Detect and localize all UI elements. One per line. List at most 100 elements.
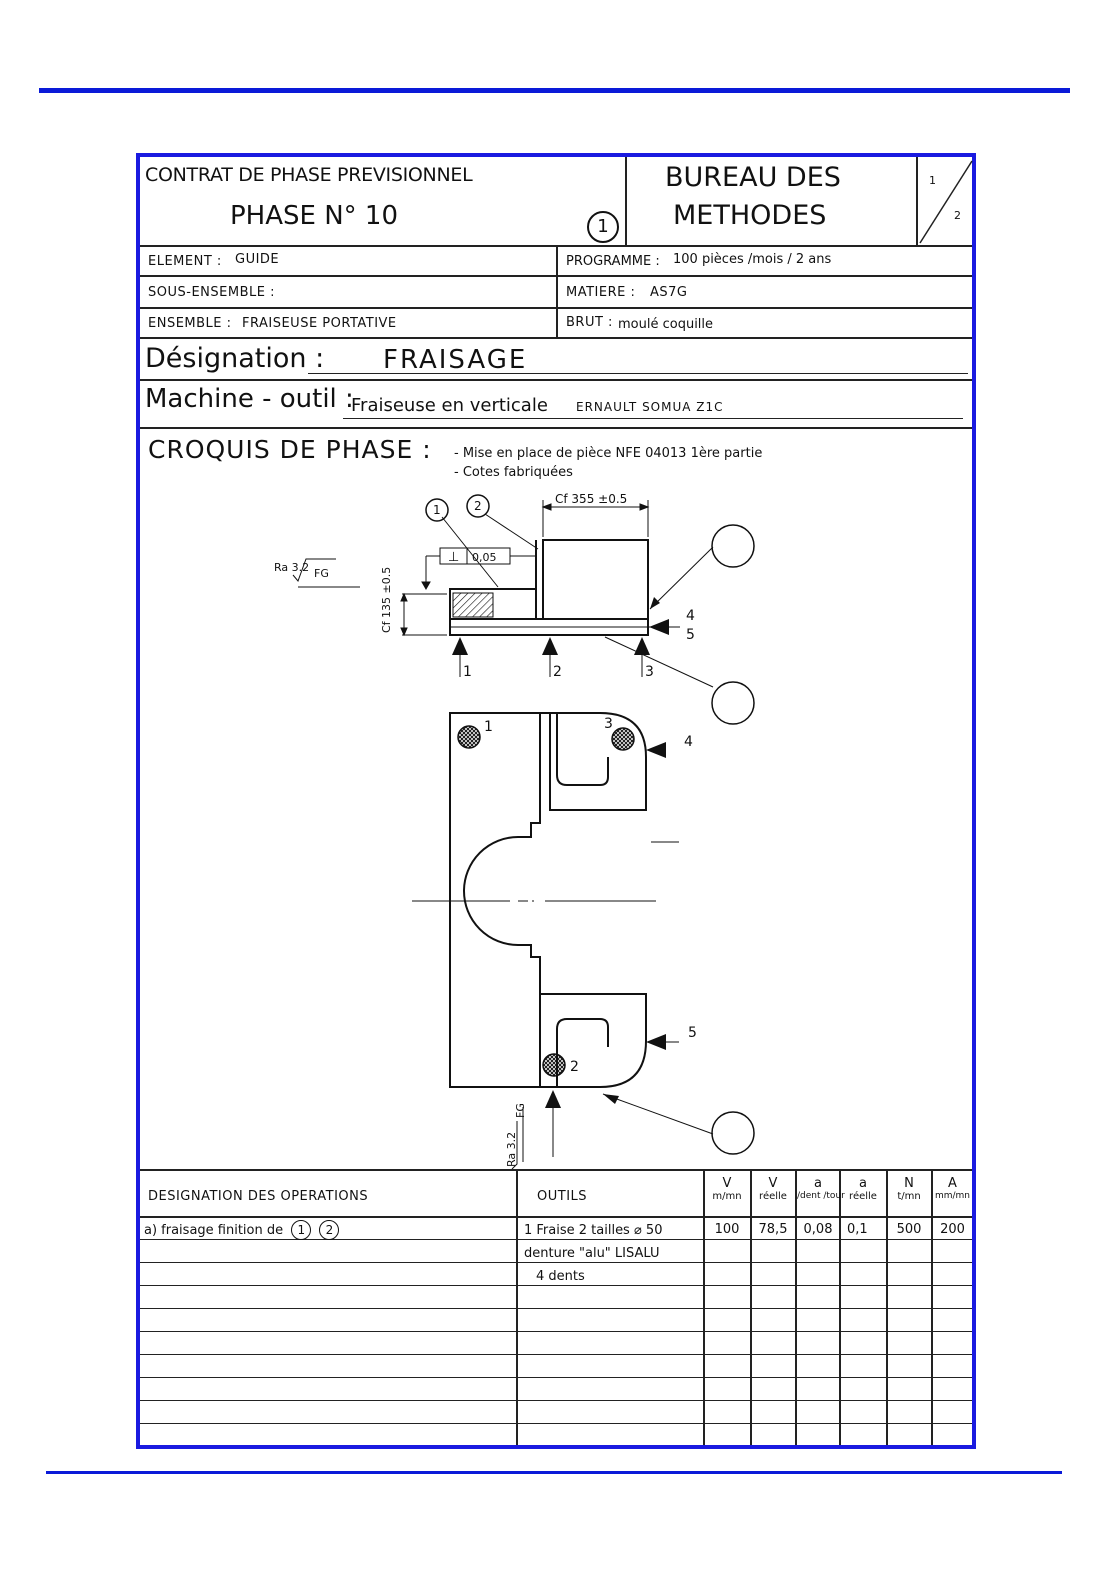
operation-text: a) fraisage finition de — [144, 1223, 284, 1238]
top-view-labels: 1 3 2 4 5 Ra 3.2 FG — [484, 716, 697, 1167]
roughness-top-fg: FG — [314, 567, 329, 580]
bureau-line2: METHODES — [673, 200, 827, 231]
table-col-line — [839, 1169, 841, 1445]
divider — [140, 427, 972, 429]
header-outils: OUTILS — [537, 1189, 588, 1204]
top-view-circles — [711, 1111, 755, 1155]
croquis-label: CROQUIS DE PHASE : — [148, 435, 432, 464]
brut-label: BRUT : — [566, 315, 613, 330]
sous-ensemble-label: SOUS-ENSEMBLE : — [148, 285, 275, 300]
roughness-bottom: Ra 3.2 — [505, 1132, 518, 1167]
phase-number: PHASE N° 10 — [230, 201, 399, 231]
top-blue-rule — [39, 88, 1070, 93]
surface-1-marker: 1 — [433, 503, 441, 517]
designation-value: FRAISAGE — [383, 345, 528, 375]
table-row-line — [140, 1354, 972, 1355]
page-fraction-slash — [919, 160, 973, 244]
table-row: a) fraisage finition de 1 2 — [144, 1220, 340, 1240]
machine-model: ERNAULT SOMUA Z1C — [576, 400, 724, 414]
element-value: GUIDE — [235, 252, 280, 267]
dim-side: Cf 135 ±0.5 — [380, 567, 393, 633]
programme-label: PROGRAMME : — [566, 254, 660, 269]
surface-ref-1: 1 — [291, 1220, 312, 1240]
header-a: a/dent /tour — [797, 1176, 845, 1201]
divider — [140, 337, 972, 339]
tool-text-line-2: denture "alu" LISALU — [524, 1246, 660, 1261]
point-1-label: 1 — [484, 719, 493, 735]
croquis-note-1: - Mise en place de pièce NFE 04013 1ère … — [454, 446, 763, 461]
header-designation: DESIGNATION DES OPERATIONS — [148, 1189, 369, 1204]
contract-title: CONTRAT DE PHASE PREVISIONNEL — [145, 164, 473, 186]
info-divider — [556, 245, 558, 339]
A-value: 200 — [940, 1222, 965, 1237]
support-5-label: 5 — [686, 627, 695, 643]
v-reelle-value: 78,5 — [758, 1222, 788, 1237]
table-col-line — [931, 1169, 933, 1445]
table-row-line — [140, 1377, 972, 1378]
divider — [140, 379, 972, 381]
surface-ref-2: 2 — [319, 1220, 340, 1240]
machine-underline — [343, 418, 963, 419]
support-1-label: 1 — [463, 664, 472, 680]
table-col-line — [516, 1169, 518, 1445]
point-2-label: 2 — [570, 1059, 579, 1075]
phase-circle-marker: 1 — [587, 211, 619, 243]
designation-label: Désignation : — [145, 343, 325, 374]
table-col-line — [750, 1169, 752, 1445]
dim-top: Cf 355 ±0.5 — [555, 492, 627, 506]
bureau-line1: BUREAU DES — [665, 162, 841, 193]
matiere-value: AS7G — [650, 285, 688, 300]
table-col-line — [795, 1169, 797, 1445]
divider — [140, 307, 972, 309]
brut-value: moulé coquille — [618, 317, 714, 332]
page-total: 2 — [954, 209, 961, 222]
bottom-blue-rule — [46, 1471, 1062, 1474]
machine-label: Machine - outil : — [145, 384, 354, 414]
tool-text: 1 Fraise 2 tailles ⌀ 50 — [524, 1223, 663, 1238]
table-row-line — [140, 1331, 972, 1332]
side-view-dimensions — [292, 500, 714, 688]
v-value: 100 — [714, 1222, 740, 1237]
support-2-label: 2 — [553, 664, 562, 680]
a-reelle-value: 0,1 — [847, 1222, 868, 1237]
top-view-arrowheads — [545, 597, 666, 1108]
side-view-labels: 1 2 Cf 355 ±0.5 Cf 135 ±0.5 ⊥ 0,05 Ra 3.… — [274, 492, 695, 680]
top-view-centerline — [412, 841, 714, 1170]
roughness-bottom-fg: FG — [514, 1103, 527, 1118]
ensemble-value: FRAISEUSE PORTATIVE — [242, 316, 397, 331]
table-row-line — [140, 1239, 972, 1240]
roughness-top: Ra 3.2 — [274, 561, 309, 574]
machine-value: Fraiseuse en verticale — [351, 395, 548, 416]
table-top-border — [140, 1169, 972, 1171]
n-value: 500 — [896, 1222, 922, 1237]
header-divider — [625, 157, 627, 245]
side-view-circles — [425, 494, 755, 725]
point-3-label: 3 — [604, 716, 613, 732]
designation-underline — [308, 373, 968, 374]
side-view — [449, 539, 649, 636]
programme-value: 100 pièces /mois / 2 ans — [673, 252, 832, 267]
table-row-line — [140, 1308, 972, 1309]
matiere-label: MATIERE : — [566, 285, 636, 300]
top-view — [449, 712, 647, 1088]
tolerance-value: 0,05 — [472, 551, 497, 564]
support-4-label: 4 — [686, 608, 695, 624]
table-row-line — [140, 1262, 972, 1263]
table-col-line — [703, 1169, 705, 1445]
surface-2-marker: 2 — [474, 499, 482, 513]
croquis-note-2: - Cotes fabriquées — [454, 465, 573, 480]
table-header-border — [140, 1216, 972, 1218]
table-col-line — [886, 1169, 888, 1445]
force-5-label: 5 — [688, 1025, 697, 1041]
side-view-arrowheads — [452, 619, 669, 655]
ensemble-label: ENSEMBLE : — [148, 316, 232, 331]
force-4-label: 4 — [684, 734, 693, 750]
table-row-line — [140, 1423, 972, 1424]
phase-contract-sheet: CONTRAT DE PHASE PREVISIONNEL PHASE N° 1… — [136, 153, 976, 1449]
page-box-divider — [916, 157, 918, 245]
